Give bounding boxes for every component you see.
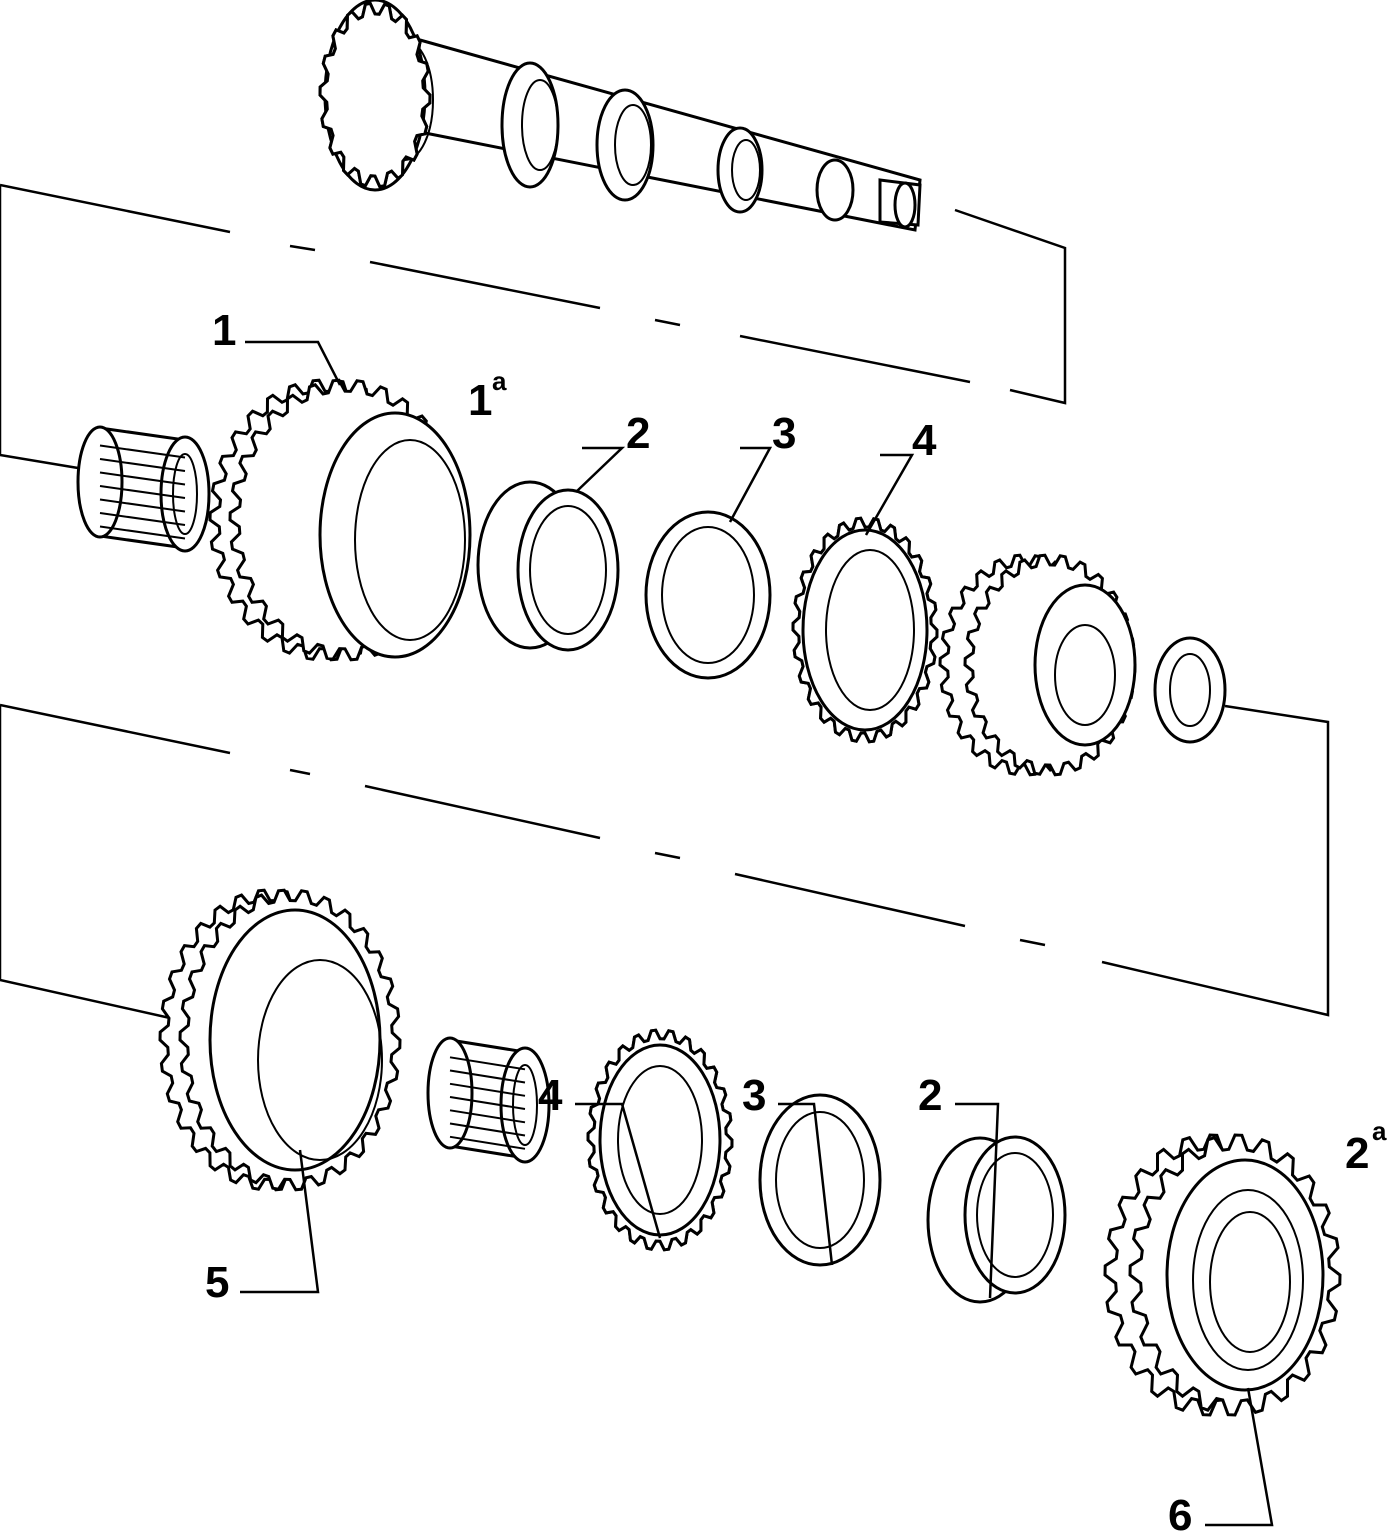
synchro-outer-ring-upper [791,516,939,744]
label-part-3-top: 3 [772,409,796,458]
circlip [1153,636,1227,744]
label-part-4-top: 4 [912,416,937,465]
label-part-3-bottom: 3 [742,1071,766,1120]
main-shaft [318,0,922,232]
label-part-1: 1 [212,306,236,355]
needle-bearing-lower [426,1036,551,1164]
synchro-hub [938,553,1137,777]
leader-lines [240,340,1274,1527]
label-second-gear: 2 [1345,1129,1369,1178]
second-speed-gear [1103,1133,1342,1417]
label-first-gear: 1 [468,376,492,425]
label-part-6: 6 [1168,1491,1192,1534]
synchro-cone-lower [926,1135,1067,1304]
sliding-sleeve [158,888,402,1192]
needle-bearing-upper [76,425,211,553]
lower-assembly-bracket [0,703,1330,1020]
upper-assembly-bracket [0,183,1067,470]
label-part-2-bottom: 2 [918,1071,942,1120]
synchro-cone-upper [476,480,620,652]
synchro-inner-ring-lower [758,1093,882,1267]
part-labels: 1 2 3 4 5 4 3 2 6 1 a 2 a [205,306,1387,1534]
first-speed-gear [208,378,472,662]
synchro-inner-ring-upper [644,510,772,680]
label-second-gear-sup: a [1372,1116,1387,1146]
synchro-outer-ring-lower [586,1028,734,1252]
label-first-gear-sup: a [492,366,507,396]
label-part-4-bottom: 4 [538,1071,563,1120]
label-part-2-top: 2 [626,409,650,458]
label-part-5: 5 [205,1258,229,1307]
